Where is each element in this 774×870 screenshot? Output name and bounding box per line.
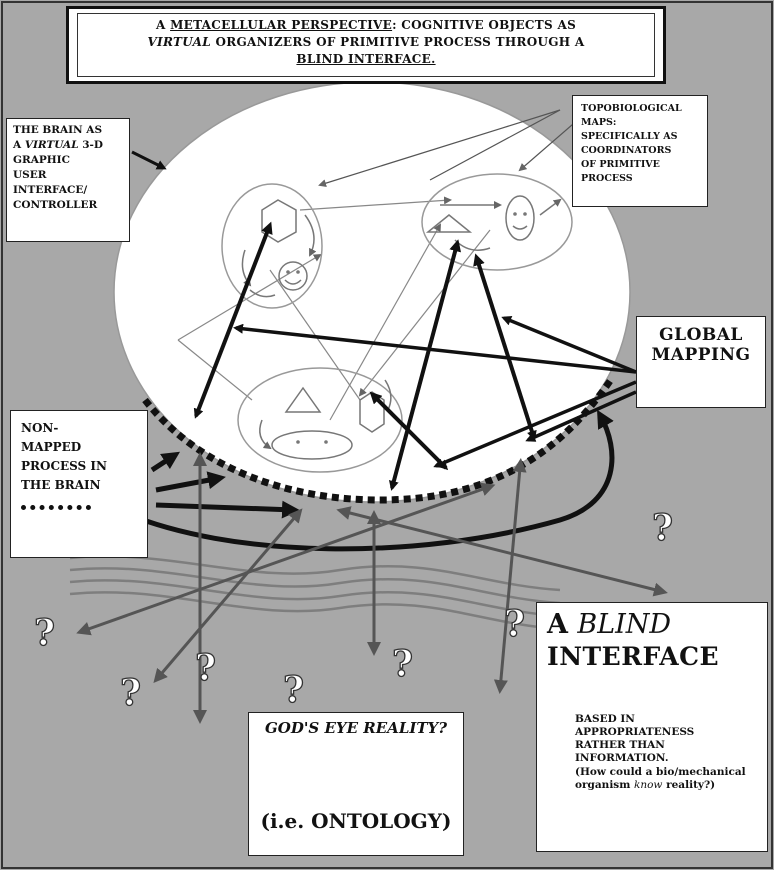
brain-ellipse: [113, 81, 631, 503]
title-italic: VIRTUAL: [147, 35, 211, 49]
topo-line: OF PRIMITIVE: [581, 159, 660, 170]
title-box: A METACELLULAR PERSPECTIVE: COGNITIVE OB…: [66, 6, 666, 84]
blind-prefix: A: [547, 609, 568, 640]
question-mark: ?: [283, 669, 304, 711]
topo-maps-label: TOPOBIOLOGICAL MAPS: SPECIFICALLY AS COO…: [572, 95, 708, 207]
question-marks: ? ? ? ? ? ? ?: [33, 506, 673, 714]
brain-line2-prefix: A: [13, 139, 22, 151]
blind-desc-line: BASED IN: [575, 713, 635, 725]
global-line2: MAPPING: [651, 345, 751, 365]
global-line1: GLOBAL: [659, 325, 743, 345]
interface-arrows: [76, 452, 668, 724]
topo-line: TOPOBIOLOGICAL: [581, 103, 682, 114]
dotted-line: [21, 505, 91, 510]
blind-desc-line: INFORMATION.: [575, 752, 669, 764]
brain-label-pointer: [131, 150, 167, 170]
blind-italic: BLIND: [577, 609, 672, 640]
topo-line: COORDINATORS: [581, 145, 672, 156]
blind-paren-suffix: reality?): [666, 779, 716, 791]
topo-line: SPECIFICALLY AS: [581, 131, 678, 142]
blind-desc-line: RATHER THAN: [575, 739, 665, 751]
brain-line2-italic: VIRTUAL: [24, 139, 79, 151]
nonmap-line2: MAPPED: [21, 440, 82, 454]
brain-gui-label: THE BRAIN AS A VIRTUAL 3-D GRAPHIC USER …: [6, 118, 130, 242]
question-mark: ?: [120, 672, 141, 714]
global-mapping-arrows: [233, 316, 637, 468]
brain-line5: INTERFACE/: [13, 184, 88, 196]
topo-line: PROCESS: [581, 173, 633, 184]
blind-paren-prefix: (How could a bio/mechanical organism: [575, 766, 746, 791]
question-mark: ?: [195, 647, 216, 689]
brain-line4: USER: [13, 169, 47, 181]
mapping-arrows: [193, 221, 537, 491]
title-underlined: METACELLULAR PERSPECTIVE: [170, 18, 393, 32]
title-line2: ORGANIZERS OF PRIMITIVE PROCESS THROUGH …: [215, 35, 585, 49]
question-mark: ?: [34, 612, 55, 654]
brain-line6: CONTROLLER: [13, 199, 98, 211]
brain-line2-suffix: 3-D: [82, 139, 104, 151]
nonmap-line1: NON-: [21, 421, 59, 435]
topo-line: MAPS:: [581, 117, 617, 128]
nonmap-line3: PROCESS IN: [21, 459, 107, 473]
gods-eye-label: GOD'S EYE REALITY? (i.e. ONTOLOGY): [248, 712, 464, 856]
blind-line2: INTERFACE: [547, 642, 720, 671]
ontology-label: (i.e. ONTOLOGY): [260, 809, 452, 833]
question-mark: ?: [392, 643, 413, 685]
brain-line3: GRAPHIC: [13, 154, 70, 166]
blind-paren-italic: know: [633, 779, 663, 791]
nonmap-line4: THE BRAIN: [21, 478, 101, 492]
blind-interface-label: A BLIND INTERFACE BASED IN APPROPRIATENE…: [536, 602, 768, 852]
blind-desc-line: APPROPRIATENESS: [575, 726, 695, 738]
nonmapped-process-label: NON- MAPPED PROCESS IN THE BRAIN: [10, 410, 148, 558]
global-mapping-label: GLOBAL MAPPING: [636, 316, 766, 408]
title-suffix: : COGNITIVE OBJECTS AS: [392, 18, 577, 32]
smiley-face: [278, 261, 308, 291]
brain-line1: THE BRAIN AS: [13, 124, 103, 136]
title-line3: BLIND INTERFACE.: [296, 52, 436, 66]
gods-eye-question: GOD'S EYE REALITY?: [264, 719, 448, 737]
title-prefix: A: [155, 18, 166, 32]
question-mark: ?: [504, 603, 525, 645]
question-mark: ?: [652, 507, 673, 549]
hexagon-shape: [261, 199, 297, 243]
blind-description: BASED IN APPROPRIATENESS RATHER THAN INF…: [575, 713, 761, 792]
